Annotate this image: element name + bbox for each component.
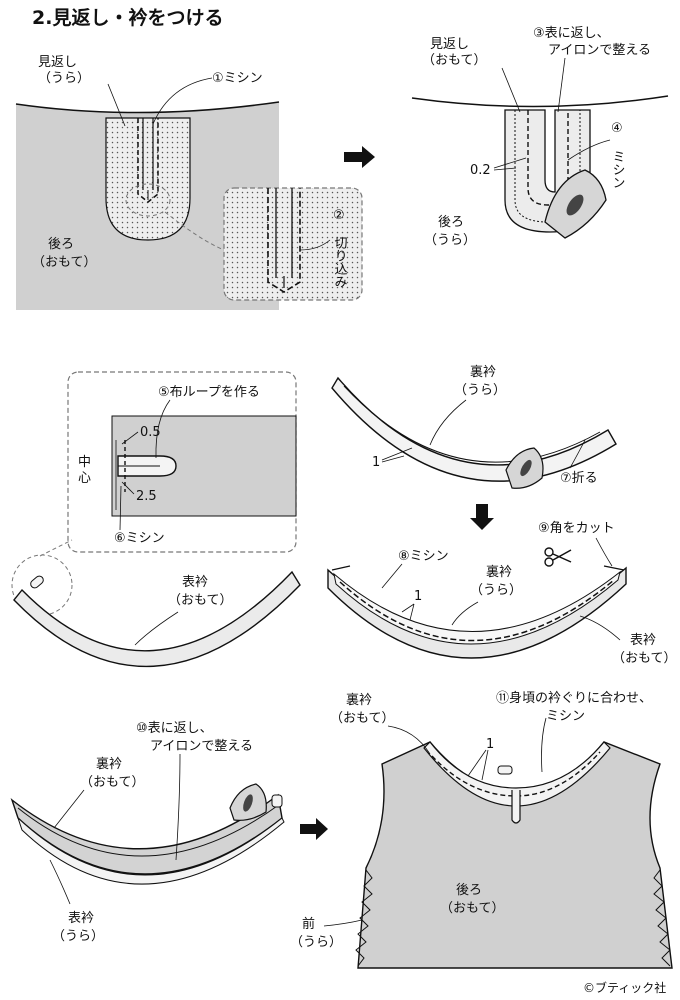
- top-collar-side: （うら）: [52, 929, 104, 944]
- page-title: 2.見返し・衿をつける: [32, 6, 223, 29]
- front-side: （うら）: [290, 935, 342, 950]
- allowance-num: 1: [414, 589, 422, 604]
- step-7-label: ⑦折る: [560, 471, 598, 486]
- copyright: ©ブティック社: [583, 980, 666, 995]
- measure-label: 0.2: [470, 163, 491, 178]
- bodice-back: [357, 741, 673, 969]
- allowance-num: 1: [486, 737, 494, 752]
- scissors-icon: [544, 547, 572, 567]
- back-side: （うら）: [424, 233, 476, 248]
- under-collar-side: （うら）: [470, 583, 522, 598]
- panel-4-fold: 裏衿 （うら） 1 ⑦折る: [331, 365, 617, 489]
- top-collar-label: 表衿: [68, 911, 94, 926]
- under-collar-side: （おもて）: [80, 775, 144, 790]
- measure-top: 0.5: [140, 425, 161, 440]
- back-side: （おもて）: [440, 901, 504, 916]
- step-3-label: ③表に返し、: [533, 26, 610, 41]
- facing-side: （うら）: [38, 71, 90, 86]
- under-collar-label: 裏衿: [486, 565, 512, 580]
- measure-bottom: 2.5: [136, 489, 157, 504]
- step-10-desc: アイロンで整える: [150, 739, 253, 754]
- allowance-num: 1: [372, 455, 380, 470]
- center-label-1: 中: [78, 455, 91, 470]
- zoom-box-cut: [223, 187, 363, 301]
- panel-7-bodice: 裏衿 （おもて） ⑪身頃の衿ぐりに合わせ、 ミシン 1 後ろ （おもて） 前 （…: [290, 690, 673, 969]
- under-collar-side: （おもて）: [330, 711, 394, 726]
- step-6-label: ⑥ミシン: [114, 531, 165, 546]
- top-collar-side: （おもて）: [612, 651, 676, 666]
- step-11-desc: ミシン: [546, 709, 585, 724]
- step-9-label: ⑨角をカット: [538, 521, 615, 536]
- right-arrow-icon: [344, 146, 375, 168]
- back-label: 後ろ: [456, 883, 482, 898]
- back-label: 後ろ: [48, 237, 74, 252]
- top-collar-label: 表衿: [182, 575, 208, 590]
- top-collar-side: （おもて）: [168, 593, 232, 608]
- panel-3-loop: ⑤布ループを作る 0.5 2.5 中 心 ⑥ミシン 表衿 （おもて）: [11, 371, 301, 667]
- panel-5-stitch-collar: ⑧ミシン ⑨角をカット 裏衿 （うら） 1 表衿 （おもて）: [327, 521, 676, 666]
- panel-1-facing-stitch: 見返し （うら） ①ミシン 後ろ （おもて） ② 切り込み: [15, 55, 363, 310]
- down-arrow-icon: [470, 504, 494, 530]
- step-4-num: ④: [611, 121, 623, 136]
- step-4-label: ミシン: [610, 150, 625, 189]
- step-5-label: ⑤布ループを作る: [158, 385, 260, 400]
- top-collar-label: 表衿: [630, 633, 656, 648]
- facing-label: 見返し: [38, 55, 77, 70]
- under-collar-side: （うら）: [454, 383, 506, 398]
- under-collar-label: 裏衿: [346, 693, 372, 708]
- step-8-label: ⑧ミシン: [398, 549, 449, 564]
- step-2-num: ②: [333, 208, 345, 223]
- under-collar-label: 裏衿: [96, 757, 122, 772]
- panel-2-turn-press: 見返し （おもて） ③表に返し、 アイロンで整える ④ ミシン 0.2 後ろ （…: [411, 26, 669, 248]
- back-label: 後ろ: [438, 215, 464, 230]
- facing-side: （おもて）: [422, 53, 486, 68]
- facing-label: 見返し: [430, 37, 469, 52]
- top-collar-curve: [13, 570, 301, 667]
- step-10-label: ⑩表に返し、: [136, 721, 213, 736]
- facing-piece: [105, 117, 191, 241]
- under-collar-curve: [331, 376, 617, 482]
- panel-6-turned-collar: ⑩表に返し、 アイロンで整える 裏衿 （おもて） 表衿 （うら）: [10, 721, 285, 944]
- center-label-2: 心: [78, 471, 91, 486]
- step-3-desc: アイロンで整える: [548, 43, 651, 58]
- back-side: （おもて）: [32, 255, 96, 270]
- step-2-label: 切り込み: [332, 236, 348, 288]
- step-11-label: ⑪身頃の衿ぐりに合わせ、: [496, 690, 652, 706]
- front-label: 前: [302, 916, 315, 932]
- under-collar-label: 裏衿: [470, 365, 496, 380]
- step-1-label: ①ミシン: [212, 71, 263, 86]
- right-arrow-icon: [300, 818, 328, 840]
